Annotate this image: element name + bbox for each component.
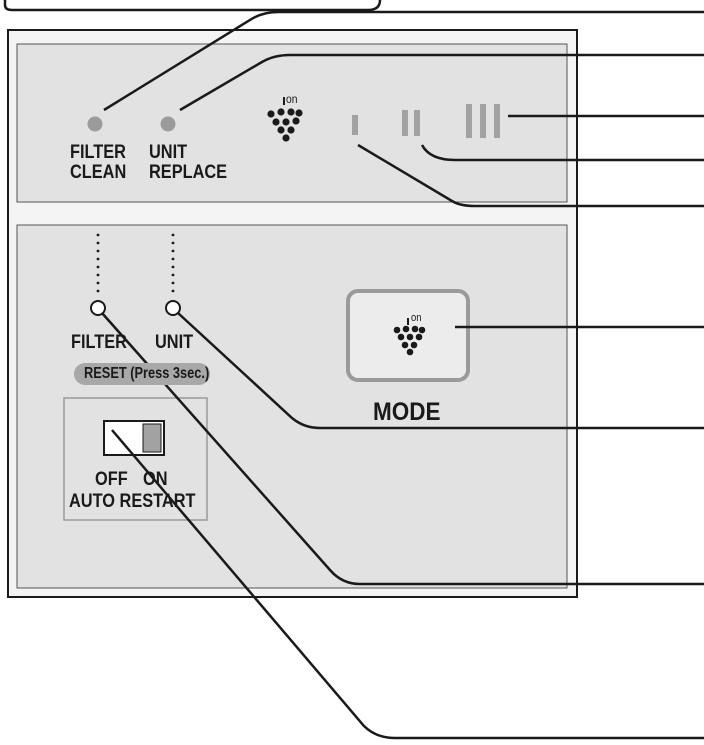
mode-ion-icon	[393, 318, 426, 356]
filter-button-label: FILTER	[71, 332, 127, 353]
level-2-bars-icon	[402, 110, 420, 136]
level-3-bars-icon	[466, 104, 500, 138]
mode-label: MODE	[373, 398, 441, 426]
reset-caption: RESET (Press 3sec.)	[84, 365, 210, 382]
leader-line-filter-reset	[101, 312, 704, 586]
leader-line-auto-restart	[111, 429, 704, 740]
mode-ion-on-text: on	[411, 312, 422, 324]
switch-off-label: OFF	[95, 469, 128, 490]
ion-icon	[267, 97, 303, 142]
top-edge-box-fragment	[3, 0, 382, 12]
button-panel	[16, 224, 568, 589]
unit-replace-label-line1: UNIT	[149, 142, 188, 163]
dotted-guide-lines	[96, 233, 175, 293]
auto-restart-switch-knob	[142, 423, 162, 453]
leader-line-unit-replace	[179, 53, 704, 112]
indicator-panel	[16, 43, 568, 203]
filter-reset-button	[90, 300, 106, 316]
reset-caption-badge	[74, 363, 210, 385]
level-1-bar-icon	[352, 115, 358, 135]
switch-on-label: ON	[143, 469, 168, 490]
auto-restart-box	[63, 397, 208, 521]
filter-clean-label-line2: CLEAN	[70, 162, 127, 183]
unit-reset-button	[165, 300, 181, 316]
unit-button-label: UNIT	[155, 332, 194, 353]
auto-restart-label: AUTO RESTART	[69, 491, 196, 512]
leader-line-level-1	[357, 143, 704, 208]
unit-replace-label-line2: REPLACE	[149, 162, 228, 183]
leader-line-unit-reset	[177, 312, 704, 430]
unit-replace-lamp	[160, 116, 176, 132]
ion-on-text: on	[286, 92, 298, 106]
filter-clean-label-line1: FILTER	[70, 142, 126, 163]
leader-line-filter-clean	[103, 10, 704, 112]
leader-line-level-2	[420, 144, 704, 162]
filter-clean-lamp	[87, 116, 103, 132]
